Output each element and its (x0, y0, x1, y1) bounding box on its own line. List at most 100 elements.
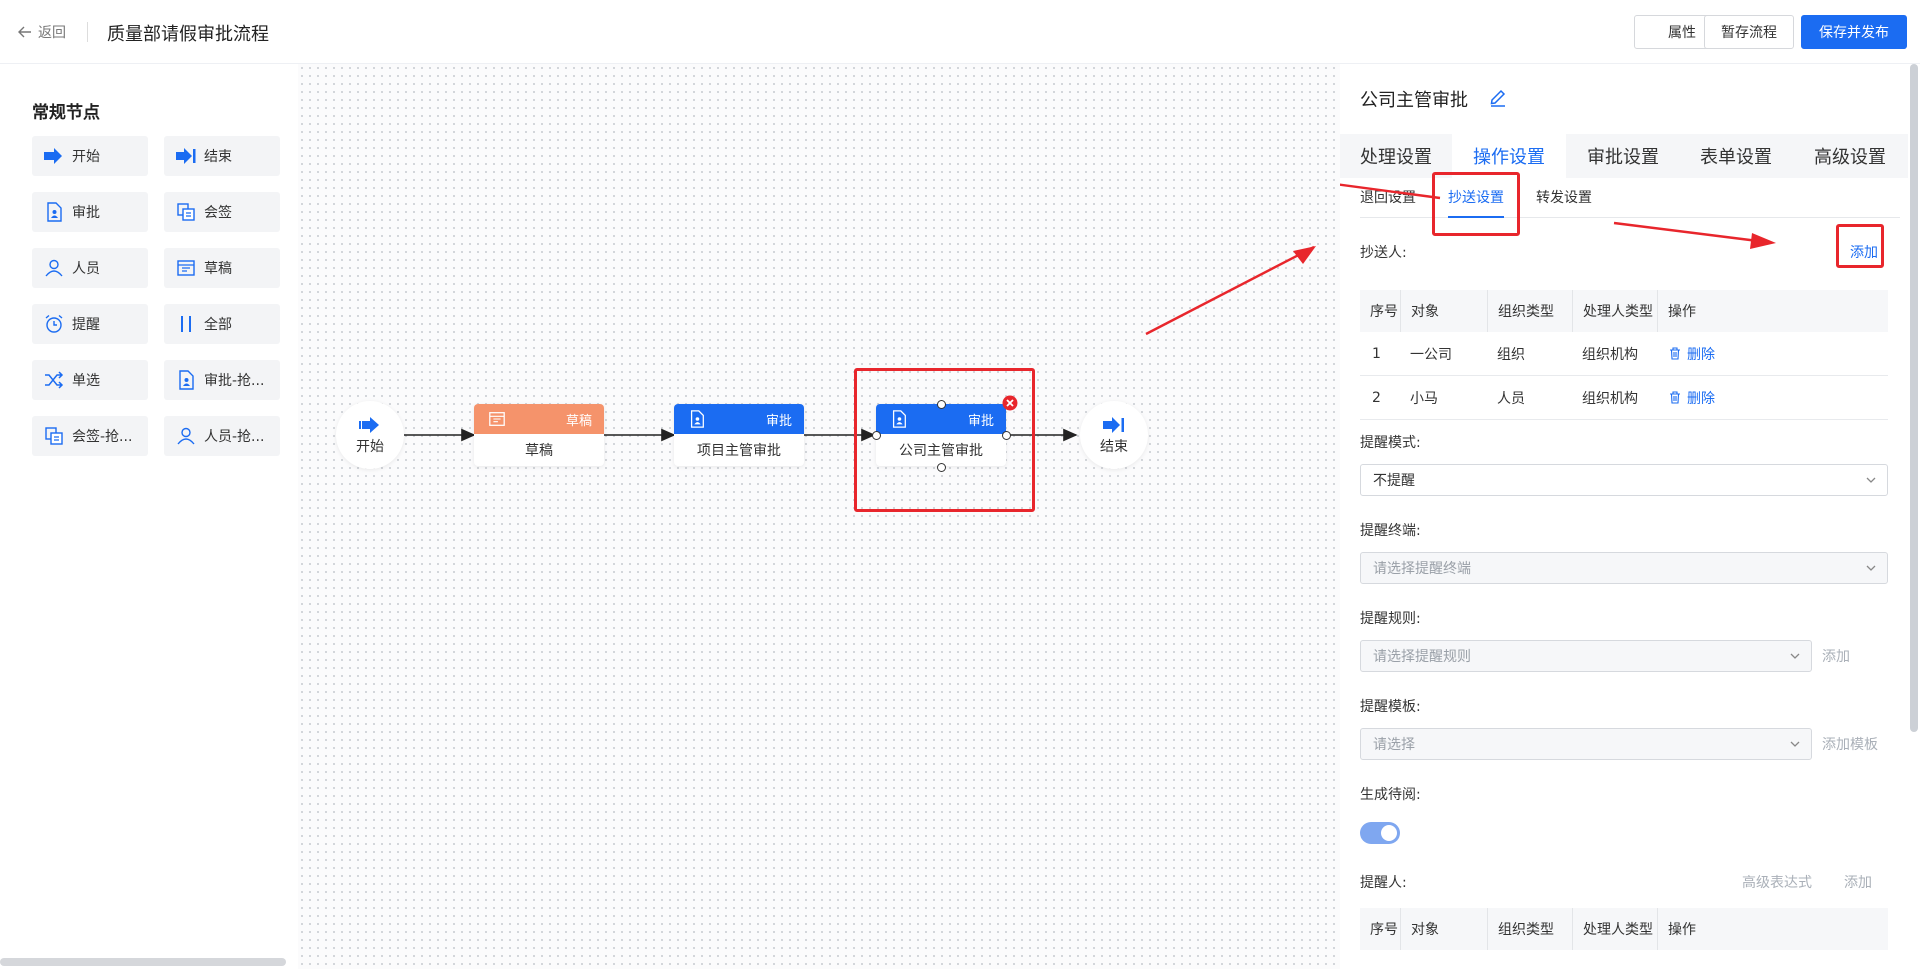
remind-terminal-label: 提醒终端: (1360, 523, 1421, 539)
save-draft-button[interactable]: 暂存流程 (1704, 15, 1794, 49)
tab-operation[interactable]: 操作设置 (1452, 134, 1566, 178)
node-header: 草稿 (474, 404, 604, 434)
palette-item-countersign-grab[interactable]: 会签-抢... (32, 416, 148, 456)
subtab-forward[interactable]: 转发设置 (1536, 190, 1592, 206)
edit-icon[interactable] (1488, 86, 1508, 108)
palette-item-approve[interactable]: 审批 (32, 192, 148, 232)
palette-item-label: 单选 (72, 373, 100, 389)
arrow-end-icon (176, 148, 196, 164)
palette-item-label: 审批 (72, 205, 100, 221)
palette-item-label: 草稿 (204, 261, 232, 277)
user-icon (45, 259, 63, 277)
remind-template-add-link[interactable]: 添加模板 (1822, 737, 1878, 753)
flow-canvas[interactable]: 开始 草稿 草稿 审批 项目主管审批 审批 公司主管审批 结束 (298, 64, 1340, 969)
alarm-clock-icon (45, 314, 63, 333)
tab-form[interactable]: 表单设置 (1700, 147, 1772, 168)
flow-node-draft[interactable]: 草稿 草稿 (474, 404, 604, 466)
panel-scrollbar[interactable] (1910, 64, 1918, 732)
palette-item-person[interactable]: 人员 (32, 248, 148, 288)
flow-node-company-approval[interactable]: 审批 公司主管审批 (876, 404, 1006, 466)
remind-mode-label: 提醒模式: (1360, 435, 1421, 451)
delete-label: 删除 (1687, 390, 1715, 407)
cell-object: 一公司 (1410, 346, 1452, 363)
node-type-label: 草稿 (565, 413, 592, 429)
remind-rule-add-link[interactable]: 添加 (1822, 649, 1850, 665)
cell-handler-type: 组织机构 (1582, 346, 1638, 363)
annotation-arrowhead-left (1293, 246, 1316, 264)
tab-approval[interactable]: 审批设置 (1587, 147, 1659, 168)
arrow-right-icon (44, 148, 62, 164)
palette-item-single[interactable]: 单选 (32, 360, 148, 400)
reminder-add-link[interactable]: 添加 (1844, 875, 1872, 891)
node-type-label: 审批 (967, 413, 994, 429)
advanced-expression-link[interactable]: 高级表达式 (1742, 875, 1812, 891)
remind-mode-value: 不提醒 (1373, 473, 1415, 489)
palette-item-remind[interactable]: 提醒 (32, 304, 148, 344)
cc-label: 抄送人: (1360, 245, 1407, 261)
col-handler-type: 处理人类型 (1572, 290, 1653, 332)
palette-item-approve-grab[interactable]: 审批-抢... (164, 360, 280, 400)
palette-item-label: 人员 (72, 261, 100, 277)
palette-item-all[interactable]: 全部 (164, 304, 280, 344)
palette-item-countersign[interactable]: 会签 (164, 192, 280, 232)
back-button[interactable]: 返回 (18, 22, 66, 42)
tab-advanced[interactable]: 高级设置 (1814, 147, 1886, 168)
cell-org-type: 组织 (1497, 346, 1525, 363)
top-bar: 返回 质量部请假审批流程 属性 暂存流程 保存并发布 (0, 0, 1920, 64)
flow-end-node[interactable]: 结束 (1080, 401, 1148, 469)
table-header: 序号 对象 组织类型 处理人类型 操作 (1360, 908, 1888, 950)
reminder-table: 序号 对象 组织类型 处理人类型 操作 (1360, 908, 1888, 950)
node-palette: 常规节点 开始 结束 审批 会签 人员 草稿 提醒 全部 单选 审批-抢... (0, 64, 298, 969)
subtab-cc[interactable]: 抄送设置 (1448, 186, 1504, 218)
table-header: 序号 对象 组织类型 处理人类型 操作 (1360, 290, 1888, 332)
col-no: 序号 (1370, 304, 1398, 320)
tab-processing[interactable]: 处理设置 (1360, 147, 1432, 168)
palette-item-draft[interactable]: 草稿 (164, 248, 280, 288)
connection-port-right[interactable] (1002, 431, 1011, 440)
cell-object: 小马 (1410, 390, 1438, 407)
save-publish-button[interactable]: 保存并发布 (1801, 15, 1907, 49)
delete-label: 删除 (1687, 346, 1715, 363)
arrow-right-icon (359, 417, 379, 433)
palette-scrollbar[interactable] (0, 958, 286, 966)
delete-row-button[interactable]: 删除 (1669, 332, 1715, 375)
document-user-icon (892, 410, 906, 428)
stacked-docs-icon (177, 203, 195, 221)
table-row: 2 小马 人员 组织机构 删除 (1360, 376, 1888, 420)
annotation-arrow-right (1340, 183, 1441, 200)
arrow-left-icon (18, 26, 31, 38)
node-name: 公司主管审批 (899, 443, 983, 459)
col-no: 序号 (1370, 922, 1398, 938)
remind-template-label: 提醒模板: (1360, 699, 1421, 715)
palette-item-start[interactable]: 开始 (32, 136, 148, 176)
back-label: 返回 (38, 25, 66, 41)
palette-item-label: 审批-抢... (204, 373, 265, 389)
col-org-type: 组织类型 (1487, 290, 1554, 332)
connection-port-bottom[interactable] (937, 463, 946, 472)
annotation-arrowhead-add (1750, 233, 1776, 249)
delete-row-button[interactable]: 删除 (1669, 376, 1715, 419)
remind-rule-select[interactable]: 请选择提醒规则 (1360, 640, 1812, 672)
palette-item-label: 结束 (204, 149, 232, 165)
remind-mode-select[interactable]: 不提醒 (1360, 464, 1888, 496)
connection-port-top[interactable] (937, 400, 946, 409)
remind-terminal-select[interactable]: 请选择提醒终端 (1360, 552, 1888, 584)
reminder-label: 提醒人: (1360, 875, 1407, 891)
generate-todo-toggle[interactable] (1360, 822, 1400, 844)
palette-item-end[interactable]: 结束 (164, 136, 280, 176)
cc-add-link[interactable]: 添加 (1850, 245, 1878, 261)
flow-start-node[interactable]: 开始 (336, 401, 404, 469)
col-action: 操作 (1657, 908, 1696, 950)
connection-port-left[interactable] (872, 431, 881, 440)
window-icon (177, 260, 195, 276)
flow-node-project-approval[interactable]: 审批 项目主管审批 (674, 404, 804, 466)
delete-node-icon[interactable] (1002, 395, 1018, 411)
cc-table: 序号 对象 组织类型 处理人类型 操作 1 一公司 组织 组织机构 删除 2 小… (1360, 290, 1888, 420)
node-header: 审批 (674, 404, 804, 434)
palette-item-label: 开始 (72, 149, 100, 165)
document-user-icon (179, 370, 194, 390)
remind-template-select[interactable]: 请选择 (1360, 728, 1812, 760)
annotation-arrow-right-layer (1340, 183, 1441, 200)
palette-item-person-grab[interactable]: 人员-抢... (164, 416, 280, 456)
page-title: 质量部请假审批流程 (107, 24, 269, 45)
